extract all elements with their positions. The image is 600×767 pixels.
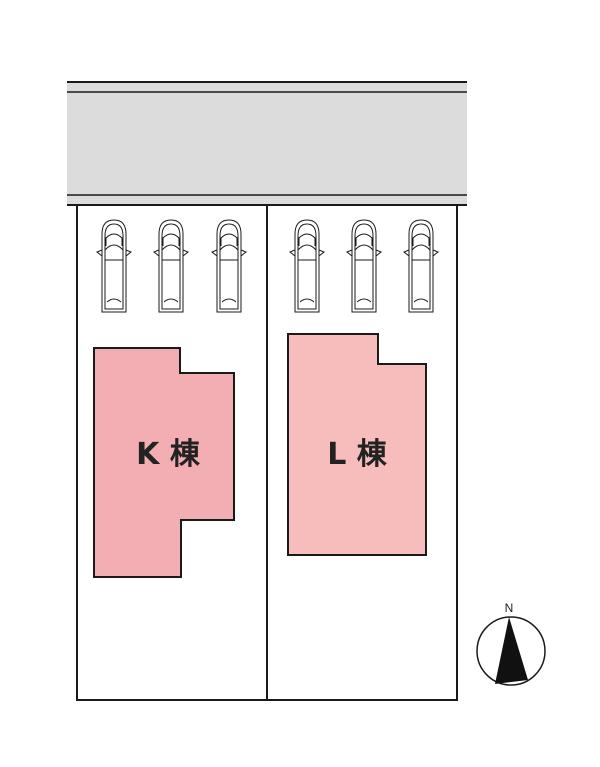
north-label: N (505, 601, 514, 615)
car-icon (96, 219, 132, 313)
parking-spaces-k (96, 219, 247, 313)
car-icon (289, 219, 325, 313)
road (67, 81, 467, 206)
car-icon (211, 219, 247, 313)
building-l (287, 333, 427, 556)
lot-boundaries (76, 205, 458, 701)
car-icon (346, 219, 382, 313)
lot-l-label: L 棟 (327, 437, 388, 472)
compass: N (476, 601, 546, 686)
lot-k-label: K 棟 (136, 437, 201, 472)
car-icon (403, 219, 439, 313)
building-k (93, 347, 235, 578)
north-arrow-icon (495, 617, 528, 684)
parking-spaces-l (289, 219, 439, 313)
car-icon (153, 219, 189, 313)
road-surface (67, 82, 467, 205)
